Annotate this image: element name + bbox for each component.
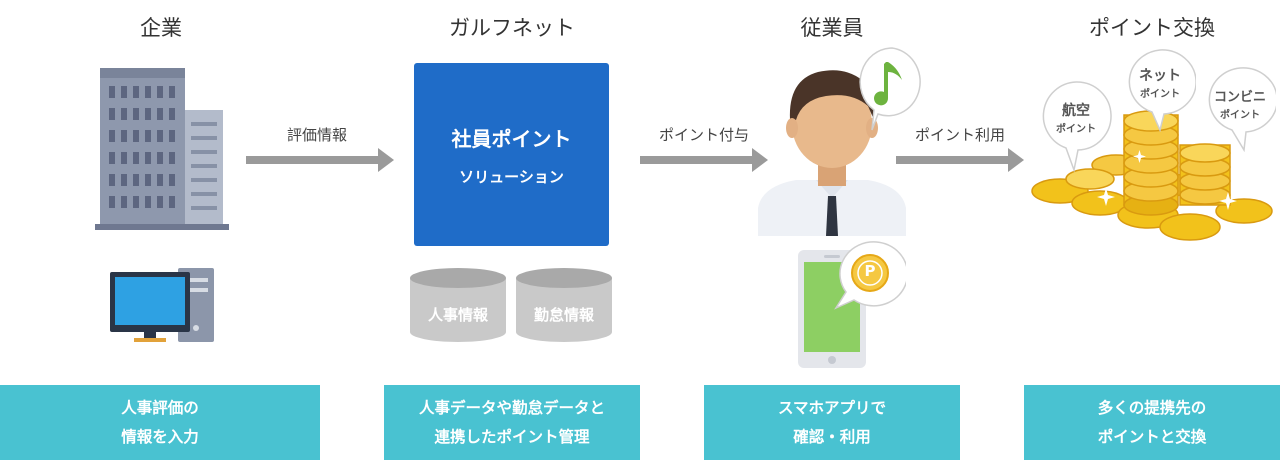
arrow-label-evaluation: 評価情報 (286, 126, 347, 144)
arrow-shaft-2 (640, 156, 752, 164)
employee-title: 従業員 (800, 16, 864, 40)
airline-bubble-subtitle: ポイント (1056, 124, 1096, 135)
caption-line: 連携したポイント管理 (434, 428, 590, 446)
database-label-hr: 人事情報 (427, 306, 488, 324)
solution-title: 社員ポイント (451, 127, 572, 151)
airline-bubble-title: 航空 (1062, 103, 1090, 119)
convenience-bubble-title: コンビニ (1213, 90, 1266, 105)
music-note-bubble-icon (859, 47, 921, 131)
solution-subtitle: ソリューション (459, 168, 564, 186)
arrow-label-point-grant: ポイント付与 (658, 126, 749, 144)
caption-line: ポイントと交換 (1097, 428, 1207, 446)
caption-box-gulfnet: 人事データや勤怠データと 連携したポイント管理 (384, 385, 640, 460)
net-bubble-title: ネット (1139, 68, 1181, 84)
point-exchange-title: ポイント交換 (1089, 16, 1215, 40)
arrow-head-1 (378, 148, 394, 172)
caption-line: 確認・利用 (793, 428, 871, 446)
arrow-shaft-3 (896, 156, 1008, 164)
arrow-head-3 (1008, 148, 1024, 172)
speech-bubble-icon (1042, 81, 1112, 173)
employee-point-solution-box: 社員ポイント ソリューション (414, 63, 609, 246)
convenience-store-point-bubble: コンビニ ポイント (1204, 66, 1276, 152)
speech-bubble-icon (1128, 49, 1196, 132)
coin-letter: P (864, 262, 876, 280)
caption-line: 人事データや勤怠データと (418, 399, 605, 417)
database-label-attendance: 勤怠情報 (533, 306, 594, 324)
caption-line: 多くの提携先の (1097, 399, 1207, 417)
gold-coins-icon (1031, 110, 1273, 241)
arrow-head-2 (752, 148, 768, 172)
point-coin-bubble: P (832, 240, 906, 310)
speech-bubble-icon (834, 241, 906, 310)
hr-database: 人事情報 (410, 268, 506, 342)
employee-avatar-icon (758, 70, 906, 236)
attendance-database: 勤怠情報 (516, 268, 612, 342)
caption-box-exchange: 多くの提携先の ポイントと交換 (1024, 385, 1280, 460)
speech-bubble-icon (1208, 67, 1276, 152)
database-icon (516, 268, 612, 342)
net-bubble-subtitle: ポイント (1140, 89, 1180, 100)
arrow-shaft-1 (246, 156, 378, 164)
caption-box-employee: スマホアプリで 確認・利用 (704, 385, 960, 460)
caption-box-company: 人事評価の 情報を入力 (0, 385, 320, 460)
airline-point-bubble: 航空 ポイント (1040, 80, 1112, 174)
gulfnet-title: ガルフネット (449, 16, 575, 40)
caption-line: 情報を入力 (121, 428, 199, 446)
caption-line: スマホアプリで (777, 399, 887, 417)
caption-line: 人事評価の (121, 399, 199, 417)
desktop-computer-icon (110, 268, 214, 342)
arrow-label-point-use: ポイント利用 (914, 126, 1005, 144)
convenience-bubble-subtitle: ポイント (1220, 110, 1260, 121)
office-building-icon (95, 68, 229, 230)
database-icon (410, 268, 506, 342)
company-title: 企業 (140, 16, 182, 40)
net-point-bubble: ネット ポイント (1124, 48, 1196, 132)
